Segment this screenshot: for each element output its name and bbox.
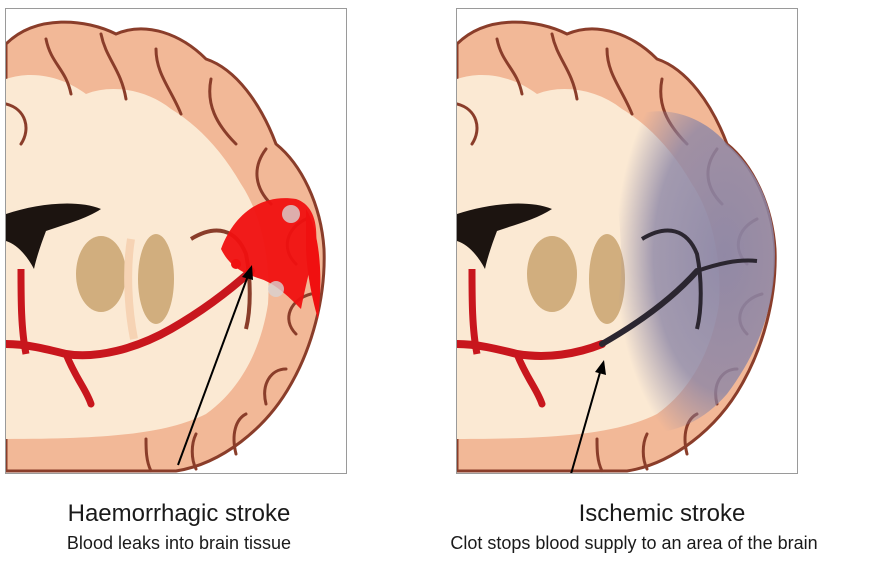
- basal-ganglia: [527, 236, 577, 312]
- ischemic-stroke-illustration: [456, 8, 798, 474]
- haemorrhagic-stroke-title: Haemorrhagic stroke: [0, 500, 358, 528]
- ischemic-stroke-subtitle: Clot stops blood supply to an area of th…: [374, 533, 894, 554]
- thalamus: [138, 234, 174, 324]
- ischemic-area: [607, 111, 775, 432]
- haemorrhagic-stroke-illustration: [5, 8, 347, 474]
- haemorrhagic-stroke-subtitle: Blood leaks into brain tissue: [0, 533, 358, 554]
- ischemic-stroke-title: Ischemic stroke: [430, 500, 894, 528]
- basal-ganglia: [76, 236, 126, 312]
